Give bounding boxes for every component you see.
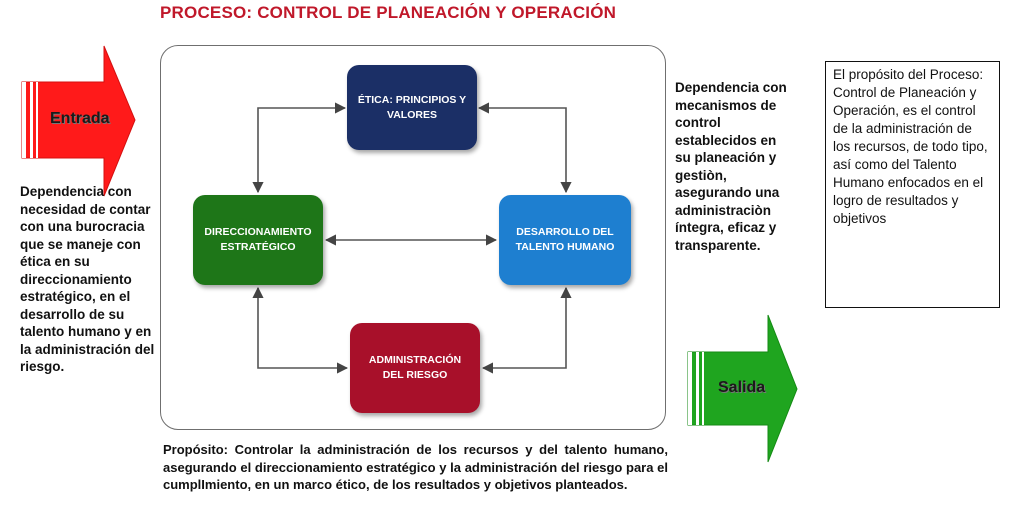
- node-ethics: ÉTICA: PRINCIPIOS Y VALORES: [347, 65, 477, 150]
- page-title: PROCESO: CONTROL DE PLANEACIÓN Y OPERACI…: [160, 3, 617, 22]
- node-talento-humano: DESARROLLO DEL TALENTO HUMANO: [499, 195, 631, 285]
- purpose-box: El propósito del Proceso: Control de Pla…: [825, 61, 1000, 308]
- connector-direct-risk: [252, 286, 349, 374]
- connector-talent-risk: [481, 286, 572, 374]
- output-arrow: [687, 314, 798, 463]
- output-arrow-label: Salida: [718, 379, 766, 396]
- connector-ethics-talent: [477, 102, 572, 194]
- connector-ethics-direct: [252, 102, 347, 194]
- output-description: Dependencia con mecanismos de control es…: [675, 80, 787, 253]
- input-arrow: [21, 45, 136, 197]
- purpose-statement: Propósito: Controlar la administración d…: [163, 442, 668, 492]
- input-arrow-label: Entrada: [50, 110, 110, 127]
- node-direccionamiento: DIRECCIONAMIENTO ESTRATÉGICO: [193, 195, 323, 285]
- input-description: Dependencia con necesidad de contar con …: [20, 184, 155, 374]
- node-riesgo: ADMINISTRACIÓN DEL RIESGO: [350, 323, 480, 413]
